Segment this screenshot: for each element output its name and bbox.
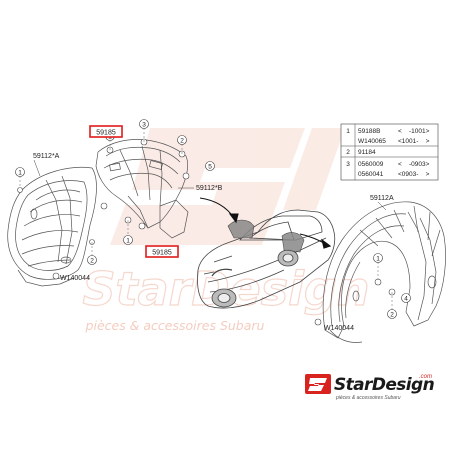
fasteners (17, 138, 396, 326)
legend-part-1: 59188B (358, 128, 380, 135)
leader-arrows (199, 197, 332, 249)
highlight-mid-label: 59185 (152, 250, 172, 257)
legend-part-4: 0560009 (358, 161, 384, 168)
legend-range-2: <1001- > (398, 138, 430, 145)
legend-num-4: 3 (346, 161, 350, 168)
watermark-tagline: pièces & accessoires Subaru (85, 318, 265, 333)
legend-num-3: 2 (346, 149, 350, 156)
bubble-8: 1 (376, 256, 380, 263)
highlight-top: 59185 (89, 125, 123, 138)
stardesign-logo: StarDesign .com pièces & accessoires Sub… (305, 374, 435, 401)
bubble-4: 1 (18, 170, 22, 177)
leader-part-right (377, 201, 387, 211)
car-illustration (197, 209, 336, 309)
rear-wheel-arch-highlight (281, 232, 305, 253)
highlight-top-label: 59185 (96, 130, 116, 137)
logo-brand: StarDesign (334, 375, 435, 395)
bubble-10: 2 (390, 312, 394, 319)
legend-range-4: < -0903> (398, 161, 430, 168)
logo-com: .com (419, 374, 432, 380)
label-part-center: 59112*B (196, 185, 223, 192)
legend-table: 1 59188B < -1001> W140065 <1001- > 2 911… (340, 123, 439, 181)
label-part-right: 59112A (370, 195, 394, 202)
left-fender-liner (7, 167, 97, 287)
logo-emblem (305, 374, 331, 394)
highlight-mid: 59185 (145, 245, 179, 258)
label-part-left: 59112*A (33, 153, 60, 160)
legend-range-5: <0903- > (398, 171, 430, 178)
legend-part-2: W140065 (358, 138, 386, 145)
bubble-7: 2 (90, 258, 94, 265)
label-clip-right: W140044 (324, 325, 354, 332)
front-wheel-arch-highlight (227, 219, 255, 239)
legend-part-5: 0560041 (358, 171, 384, 178)
guide-lines (19, 128, 393, 310)
legend-part-3: 91184 (358, 149, 376, 156)
leader-part-left (33, 159, 41, 177)
watermark-emblem (110, 128, 345, 245)
bubble-9: 4 (404, 296, 408, 303)
right-fender-liner (322, 201, 446, 343)
logo-tagline: pièces & accessoires Subaru (335, 395, 401, 401)
bubble-3: 2 (180, 138, 184, 145)
legend-num-1: 1 (346, 128, 350, 135)
label-clip-left: W140044 (60, 275, 90, 282)
bubble-1: 3 (142, 122, 146, 129)
legend-range-1: < -1001> (398, 128, 430, 135)
bubble-6: 1 (126, 238, 130, 245)
bubble-5: 5 (208, 164, 212, 171)
